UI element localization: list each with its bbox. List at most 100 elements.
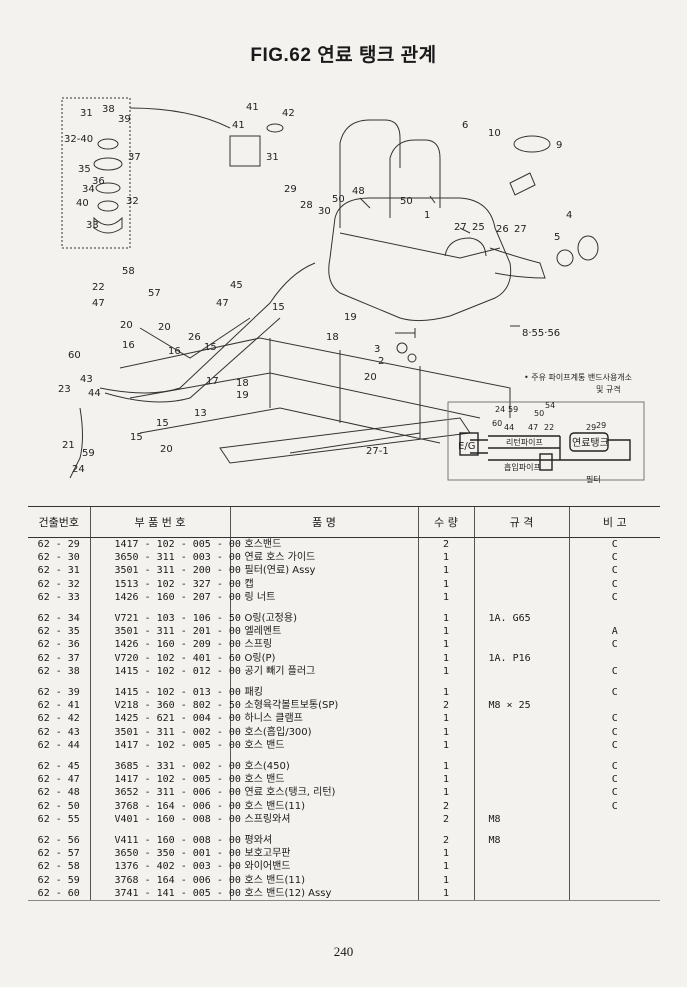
remark-cell: C [568,686,660,700]
part-no-cell: V218 - 360 - 802 - 50 [89,699,241,713]
spec-cell [473,773,569,787]
inset-callout-label: 50 [534,409,544,418]
diagram-callout-label: 40 [76,198,89,209]
quantity-cell: 1 [417,738,474,753]
spec-cell [473,590,569,605]
inset-callout-label: 29 [586,423,596,432]
part-no-cell: 1513 - 102 - 327 - 00 [89,577,241,591]
part-name-cell: 연료 호스 가이드 [229,551,418,565]
diagram-callout-label: 4 [566,210,572,221]
spec-cell [473,873,569,887]
intake-pipe-label: 흡입파이프 [504,462,541,472]
part-no-cell: V411 - 160 - 008 - 00 [89,834,241,848]
part-no-cell: 3685 - 331 - 002 - 00 [89,760,241,774]
diagram-callout-label: 41 [246,102,259,113]
spacer-cell [89,604,230,613]
part-name-cell: 필터(연료) Assy [229,564,418,578]
quantity-cell: 1 [417,651,474,665]
diagram-callout-label: 43 [80,374,93,385]
diagram-callout-label: 22 [92,282,105,293]
spec-cell [473,551,569,565]
filter-label: 필터 [586,474,601,484]
part-name-cell: O링(고정용) [229,612,418,626]
spacer-cell [417,826,474,835]
band-usage-note: • 주유 파이프계통 밴드사용개소 [524,372,632,382]
inset-callout-label: 54 [545,401,555,410]
fuel-tank-label: 연료탱크 [572,437,609,449]
remark-cell: C [568,760,660,774]
spacer-cell [28,826,90,834]
exploded-view-drawing: 31 38 39 32-40 37 35 36 34 32 40 33 41 4… [58,97,645,484]
diagram-callout-label: 17 [206,376,219,387]
spec-cell [473,786,569,800]
remark-cell: C [568,773,660,787]
spacer-cell [568,752,660,761]
spacer-cell [417,752,474,761]
return-pipe-label: 리턴파이프 [506,437,543,447]
diagram-callout-label: 5 [554,232,560,243]
diagram-callout-label: 59 [82,448,95,459]
diagram-callout-label: 50 [332,194,345,205]
diagram-callout-label: 18 [326,332,339,343]
spacer-cell [473,826,569,835]
remark-cell: C [568,638,660,652]
remark-cell: C [568,537,660,552]
part-name-cell: 패킹 [229,686,418,700]
remark-cell [568,847,660,861]
inset-callout-label: 44 [504,423,514,432]
column-header-remark: 비 고 [568,506,660,538]
part-no-cell: 1415 - 102 - 013 - 00 [89,686,241,700]
item-no-cell: 62 - 59 [37,874,80,886]
diagram-callout-label: 21 [62,440,75,451]
quantity-cell: 1 [417,873,474,887]
quantity-cell: 2 [417,812,474,827]
diagram-callout-label: 33 [86,220,99,231]
remark-cell [568,834,660,848]
part-name-cell: O링(P) [229,651,418,665]
quantity-cell: 1 [417,564,474,578]
part-no-cell: 1417 - 102 - 005 - 00 [89,537,241,552]
diagram-callout-label: 26 [188,332,201,343]
spec-cell: 1A. G65 [473,612,569,626]
diagram-callout-label: 31 [266,152,279,163]
part-no-cell: 1425 - 621 - 004 - 00 [89,712,241,726]
part-no-cell: 3501 - 311 - 201 - 00 [89,625,241,639]
diagram-callout-label: 47 [216,298,229,309]
diagram-callout-label: 24 [72,464,85,475]
diagram-callout-label: 45 [230,280,243,291]
diagram-callout-label: 25 [472,222,485,233]
quantity-cell: 1 [417,551,474,565]
part-name-cell: 스프링 [229,638,418,652]
quantity-cell: 1 [417,725,474,739]
diagram-callout-label: 13 [194,408,207,419]
item-no-cell: 62 - 33 [37,591,80,603]
spec-cell: M8 × 25 [473,699,569,713]
group-spacer [28,678,660,687]
spec-cell [473,760,569,774]
item-no-cell: 62 - 50 [37,800,80,812]
item-no-cell: 62 - 39 [37,687,80,699]
diagram-callout-label: 10 [488,128,501,139]
group-spacer [28,604,660,613]
diagram-callout-label: 2 [378,356,384,367]
part-name-cell: 호스(흡입/300) [229,725,418,739]
spec-cell [473,738,569,753]
diagram-callout-label: 16 [168,346,181,357]
part-no-cell: 1426 - 160 - 207 - 00 [89,590,241,605]
quantity-cell: 1 [417,686,474,700]
column-header-part-no: 부 품 번 호 [89,506,230,538]
part-name-cell: 호스밴드 [229,537,418,552]
